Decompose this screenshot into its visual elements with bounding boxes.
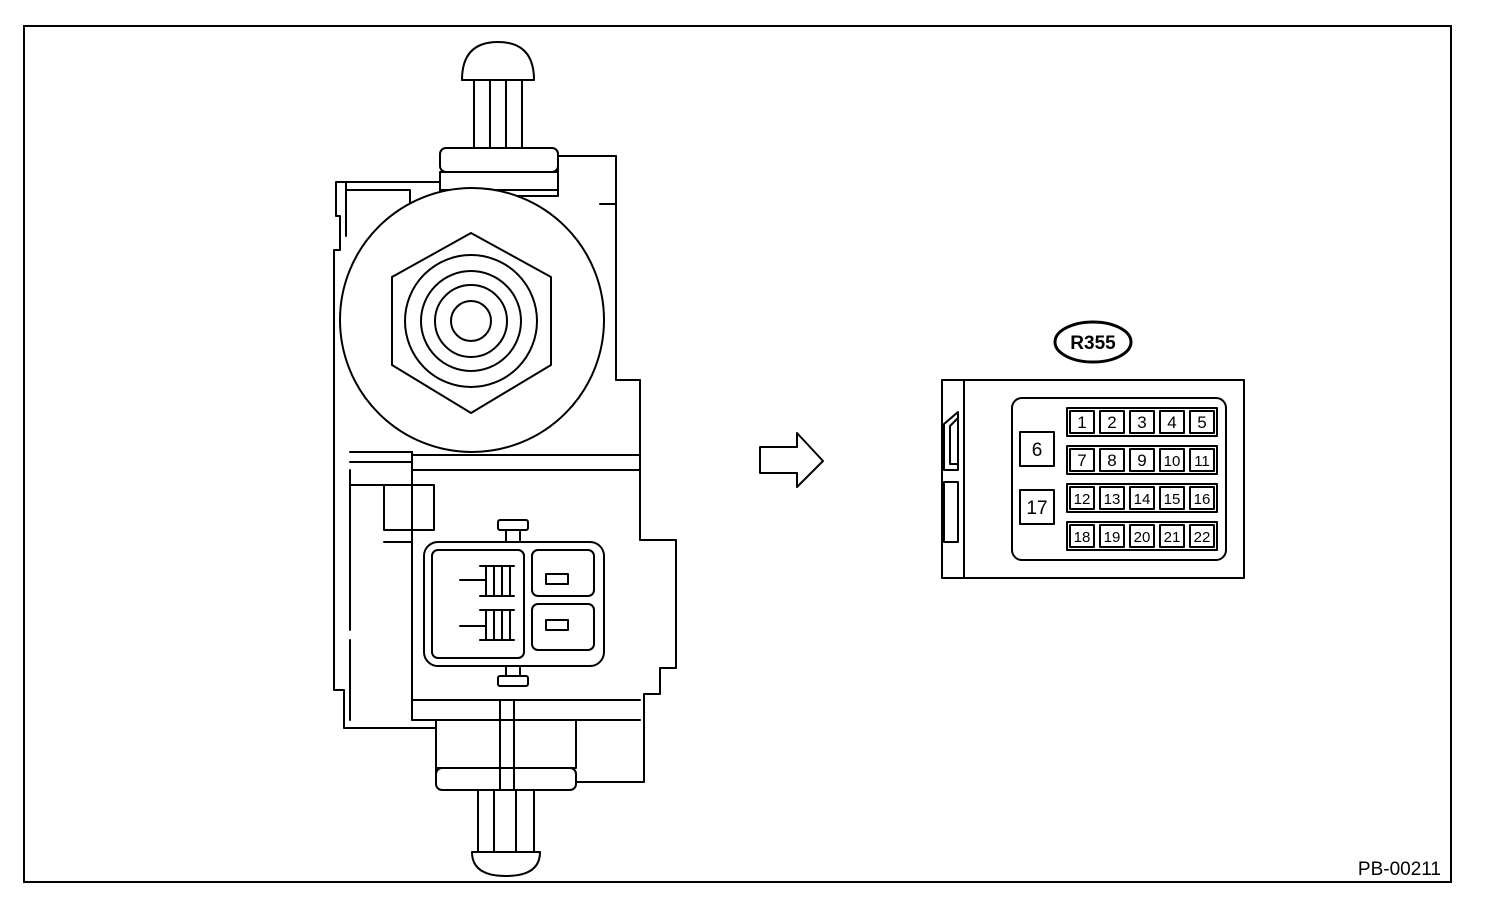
pin-cell [1159,486,1185,510]
pin-row-frame [1066,483,1218,513]
arrow-right-icon [759,432,824,488]
pin-label: 18 [1074,529,1091,546]
connector-label-ellipse [1053,320,1133,364]
pin-cell [1099,486,1125,510]
pin-cell [1069,448,1095,472]
pin-20: 20 [1129,524,1155,548]
pin-18: 18 [1069,524,1095,548]
pin-cell [1129,524,1155,548]
pin-cell [1159,524,1185,548]
pin-8: 8 [1099,448,1125,472]
pin-14: 14 [1129,486,1155,510]
pin-cell [1069,410,1095,434]
pin-label: 17 [1026,498,1047,519]
pin-cell [1069,486,1095,510]
pin-cell [1129,486,1155,510]
pin-label: 22 [1194,529,1211,546]
pin-10: 10 [1159,448,1185,472]
pin-row-frame [1066,407,1218,437]
pin-label: 9 [1137,451,1146,470]
pin-cell [1129,448,1155,472]
pin-cell [1189,524,1215,548]
pin-label: 6 [1032,440,1043,461]
pin-row-frame [1066,521,1218,551]
stop-light-switch-illustration [333,41,677,877]
pin-label: 13 [1104,491,1121,508]
pin-11: 11 [1189,448,1215,472]
pin-label: 10 [1164,453,1181,470]
pin-cell [1189,410,1215,434]
large-pin-6: 6 [1019,431,1055,467]
pin-label: 14 [1134,491,1151,508]
pin-cell [1069,524,1095,548]
pin-7: 7 [1069,448,1095,472]
pin-cell [1099,524,1125,548]
pin-label: 19 [1104,529,1121,546]
figure-id: PB-00211 [1358,859,1441,880]
pin-19: 19 [1099,524,1125,548]
pin-12: 12 [1069,486,1095,510]
pin-label: 2 [1107,413,1116,432]
pin-9: 9 [1129,448,1155,472]
pin-label: 21 [1164,529,1181,546]
pin-cell [1159,448,1185,472]
pin-cell [1129,410,1155,434]
pin-row-frame [1066,445,1218,475]
connector-label: R355 [1070,333,1116,354]
pin-label: 16 [1194,491,1211,508]
pin-22: 22 [1189,524,1215,548]
pin-label: 20 [1134,529,1151,546]
pin-21: 21 [1159,524,1185,548]
pin-label: 1 [1077,413,1086,432]
large-pin-17: 17 [1019,489,1055,525]
pin-4: 4 [1159,410,1185,434]
pin-label: 3 [1137,413,1146,432]
pin-label: 5 [1197,413,1206,432]
pin-label: 8 [1107,451,1116,470]
pin-cell [1099,410,1125,434]
pin-15: 15 [1159,486,1185,510]
pin-cell [1099,448,1125,472]
pin-label: 11 [1194,453,1210,470]
pin-label: 7 [1077,451,1086,470]
pin-2: 2 [1099,410,1125,434]
pin-cell [1159,410,1185,434]
pin-13: 13 [1099,486,1125,510]
pin-label: 12 [1074,491,1091,508]
pin-3: 3 [1129,410,1155,434]
pin-label: 4 [1167,413,1176,432]
figure-frame [23,25,1452,883]
pin-16: 16 [1189,486,1215,510]
pin-5: 5 [1189,410,1215,434]
pin-1: 1 [1069,410,1095,434]
pin-cell [1189,448,1215,472]
pin-label: 15 [1164,491,1181,508]
pin-cell [1189,486,1215,510]
